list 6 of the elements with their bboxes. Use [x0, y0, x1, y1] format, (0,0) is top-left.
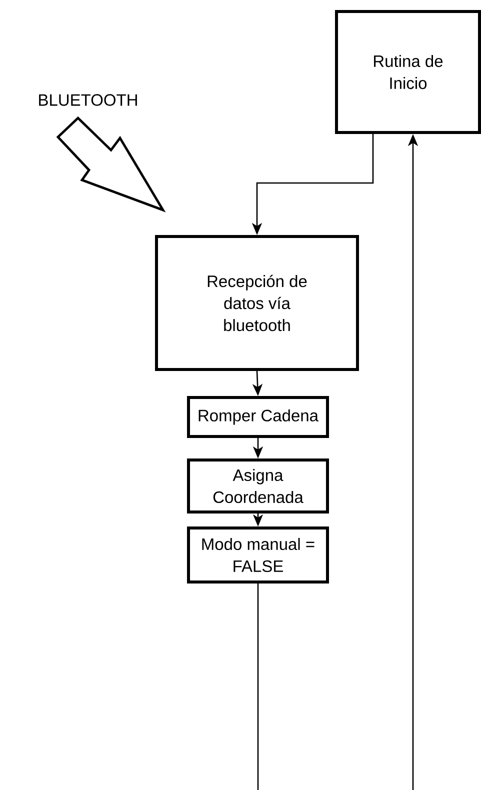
process-box: Rutina de Inicio	[335, 10, 481, 134]
process-box: Asigna Coordenada	[187, 458, 329, 514]
process-box: Romper Cadena	[187, 396, 329, 438]
process-box: Modo manual = FALSE	[187, 526, 329, 584]
process-box: Recepción de datos vía bluetooth	[155, 235, 359, 371]
source-label: BLUETOOTH	[39, 94, 137, 106]
